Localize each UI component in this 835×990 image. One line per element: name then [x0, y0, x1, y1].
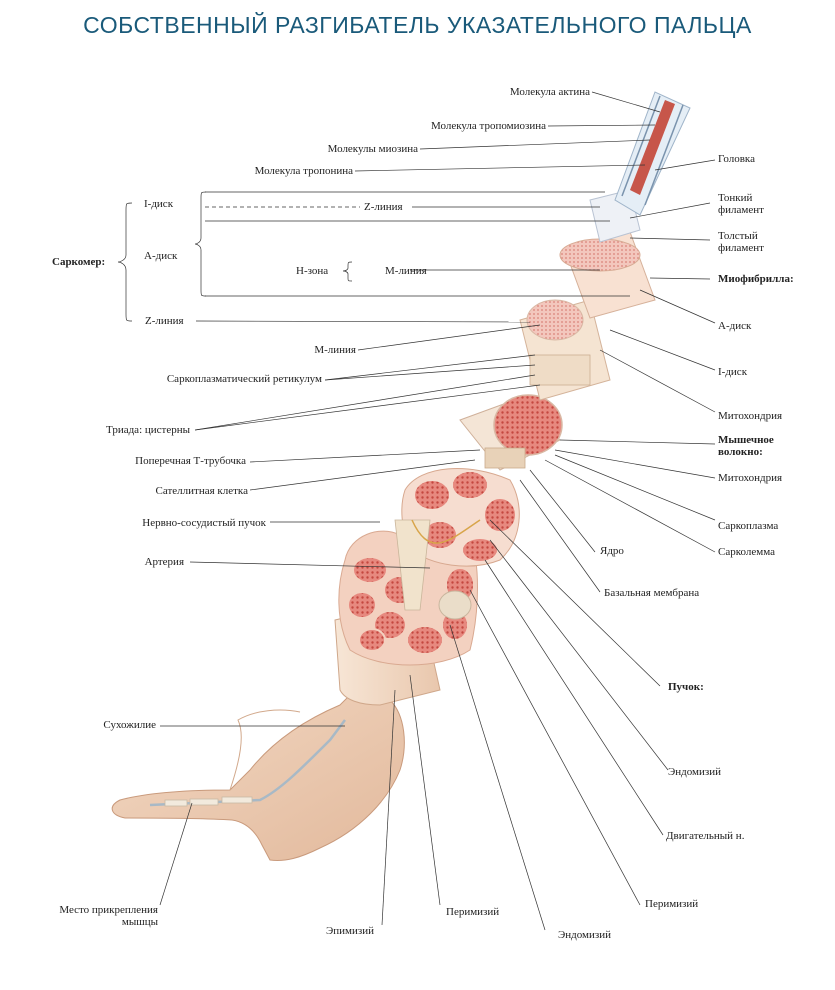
label-m-line: М-линия — [314, 344, 356, 356]
label-thin-filament: Тонкий филамент — [718, 192, 764, 216]
label-a-disc-right: А-диск — [718, 320, 752, 332]
label-perimysium-bottom: Перимизий — [446, 906, 500, 918]
label-nucleus: Ядро — [600, 545, 624, 557]
label-sarcoplasm: Саркоплазма — [718, 520, 779, 532]
label-endomysium-1: Эндомизий — [668, 766, 722, 778]
label-i-disc-left: I-диск — [144, 198, 174, 210]
label-satellite: Сателлитная клетка — [155, 485, 248, 497]
label-epimysium: Эпимизий — [326, 925, 375, 937]
label-sarcolemma: Сарколемма — [718, 546, 775, 558]
label-actin: Молекула актина — [509, 86, 590, 98]
label-t-tubule: Поперечная Т-трубочка — [135, 455, 246, 467]
label-myosin: Молекулы миозина — [327, 143, 418, 155]
label-attachment: Место прикрепления мышцы — [59, 904, 158, 928]
label-z-line-dashed: Z-линия — [364, 201, 403, 213]
label-thick-filament: Толстый филамент — [718, 230, 764, 254]
label-head: Головка — [718, 153, 755, 165]
label-artery: Артерия — [144, 556, 184, 568]
label-i-disc-right: I-диск — [718, 366, 748, 378]
myofibril-bundle — [519, 299, 611, 401]
label-motor-nerve: Двигательный н. — [666, 830, 745, 842]
label-troponin: Молекула тропонина — [254, 165, 353, 177]
label-sarcoplasmic-reticulum: Саркоплазматический ретикулум — [166, 373, 322, 385]
muscle-fiber — [459, 394, 563, 471]
label-endomysium-bottom: Эндомизий — [558, 929, 612, 941]
label-basal-membrane: Базальная мембрана — [604, 587, 700, 599]
label-mitochondria-1: Митохондрия — [718, 410, 783, 422]
diagram-title: СОБСТВЕННЫЙ РАЗГИБАТЕЛЬ УКАЗАТЕЛЬНОГО ПА… — [83, 12, 752, 38]
label-tendon: Сухожилие — [103, 719, 156, 731]
label-sarcomere: Саркомер: — [52, 256, 106, 268]
leader-lines — [117, 91, 716, 931]
label-myofibril: Миофибрилла: — [718, 273, 794, 285]
label-a-disc-left: А-диск — [144, 250, 178, 262]
filaments — [614, 91, 691, 216]
label-triad: Триада: цистерны — [106, 424, 190, 436]
label-neurovascular: Нервно-сосудистый пучок — [142, 517, 266, 529]
label-h-zone: Н-зона — [296, 265, 329, 277]
label-z-line-bottom: Z-линия — [145, 315, 184, 327]
label-m-line-bracket: М-линия — [385, 265, 427, 277]
label-mitochondria-2: Митохондрия — [718, 472, 783, 484]
label-muscle-fiber: Мышечное волокно: — [718, 434, 774, 458]
label-bundle: Пучок: — [668, 681, 704, 693]
label-perimysium-right: Перимизий — [645, 898, 699, 910]
label-tropomyosin: Молекула тропомиозина — [430, 120, 546, 132]
hand-illustration — [111, 689, 405, 861]
